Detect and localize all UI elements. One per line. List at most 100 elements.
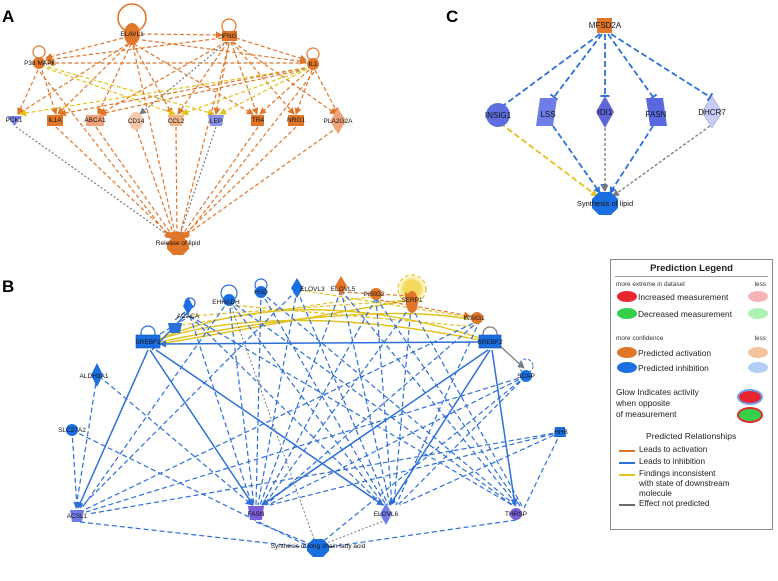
label-lep: LEP bbox=[210, 118, 222, 125]
label-hsd: HSD bbox=[254, 289, 268, 296]
label-c-fasn: FASN bbox=[646, 110, 667, 119]
node-insig2[interactable] bbox=[370, 288, 382, 300]
node-b-synthesis[interactable] bbox=[307, 539, 329, 557]
legend-glow-line1: Glow Indicates activity bbox=[616, 387, 699, 397]
legend-header-confidence-less: less bbox=[754, 335, 766, 342]
panel-b-letter: B bbox=[2, 277, 14, 296]
node-c-dhcr7[interactable] bbox=[701, 95, 723, 129]
prediction-legend: Prediction Legend more extreme in datase… bbox=[610, 259, 773, 530]
node-hsd[interactable] bbox=[255, 286, 267, 298]
node-il1a[interactable] bbox=[47, 115, 63, 126]
node-aldh3a1[interactable] bbox=[91, 363, 103, 387]
label-srebf2: SREBF2 bbox=[477, 339, 503, 346]
node-ifng[interactable] bbox=[222, 31, 237, 41]
node-slc27a2[interactable] bbox=[66, 424, 78, 436]
panel-a-edges bbox=[15, 3, 339, 239]
legend-relationships-title: Predicted Relationships bbox=[646, 431, 737, 441]
node-ehhadh[interactable] bbox=[223, 294, 235, 306]
node-pla2g2a[interactable] bbox=[330, 108, 346, 134]
legend-increased-label: Increased measurement bbox=[638, 292, 729, 302]
panel-a-letter: A bbox=[2, 7, 14, 26]
node-pck1[interactable] bbox=[7, 116, 22, 126]
node-p38[interactable] bbox=[33, 57, 45, 69]
panel-b-edges bbox=[71, 274, 562, 549]
node-elovl3[interactable] bbox=[291, 278, 303, 298]
label-release-lipid: Release of lipid bbox=[156, 240, 201, 247]
node-tr4[interactable] bbox=[251, 115, 264, 126]
node-cd14[interactable] bbox=[129, 112, 143, 130]
node-nrg1[interactable] bbox=[288, 115, 304, 126]
legend-increased-swatch bbox=[617, 291, 637, 302]
legend-header-extreme: more extreme in dataset bbox=[616, 281, 685, 288]
node-lep[interactable] bbox=[208, 115, 224, 126]
legend-rel-activation-line bbox=[619, 450, 635, 452]
legend-rel-inconsistent-label-1: Findings inconsistent bbox=[639, 469, 716, 478]
legend-activation-swatch bbox=[617, 347, 637, 358]
label-pla2g2a: PLA2G2A bbox=[324, 118, 354, 125]
legend-glow-green-swatch bbox=[739, 409, 761, 421]
legend-increased-light-swatch bbox=[748, 291, 768, 302]
label-elovl5: ELOVL5 bbox=[331, 286, 356, 293]
label-acaca: ACACA bbox=[177, 313, 200, 320]
label-serp1: SERP1 bbox=[401, 297, 423, 304]
node-ccl2[interactable] bbox=[168, 115, 184, 126]
node-c-fasn[interactable] bbox=[646, 98, 667, 126]
label-c-dhcr7: DHCR7 bbox=[698, 108, 726, 117]
node-srebf2[interactable] bbox=[478, 334, 502, 349]
legend-inhibition-label: Predicted inhibition bbox=[638, 363, 709, 373]
node-srebf1[interactable] bbox=[135, 334, 161, 349]
panel-b-nodes: SREBF1 SREBF2 ACACA EHHADH HSD ELOVL3 EL… bbox=[58, 276, 568, 557]
node-elovl5[interactable] bbox=[335, 276, 347, 296]
node-hhb[interactable] bbox=[554, 427, 566, 437]
legend-rel-not-predicted-label: Effect not predicted bbox=[639, 499, 710, 508]
legend-glow-red-swatch bbox=[739, 391, 761, 403]
node-acsl1[interactable] bbox=[70, 510, 84, 522]
label-tr4: TR4 bbox=[252, 117, 265, 124]
label-aldh3a1: ALDH3A1 bbox=[80, 373, 109, 380]
label-slc27a2: SLC27A2 bbox=[58, 427, 86, 434]
label-b-synthesis: Synthesis of long chain fatty acid bbox=[271, 543, 366, 550]
label-insig2: INSIG2 bbox=[363, 291, 385, 298]
legend-rel-inconsistent-label-2: with state of downstream bbox=[639, 479, 730, 488]
node-fasn[interactable] bbox=[248, 506, 264, 520]
label-ehhadh: EHHADH bbox=[212, 299, 240, 306]
node-serp1[interactable] bbox=[406, 291, 418, 313]
panel-b-network: SREBF1 SREBF2 ACACA EHHADH HSD ELOVL3 EL… bbox=[58, 274, 568, 557]
label-fasn: FASN bbox=[248, 511, 265, 518]
legend-rel-inhibition-label: Leads to inhibition bbox=[639, 457, 706, 466]
label-c-lss: LSS bbox=[540, 110, 555, 119]
label-mfsd2a: MFSD2A bbox=[589, 21, 622, 30]
node-acaca2[interactable] bbox=[168, 323, 182, 333]
node-scap[interactable] bbox=[520, 370, 532, 382]
legend-rel-inconsistent-label-3: molecule bbox=[639, 489, 672, 498]
legend-rel-inconsistent-line bbox=[619, 474, 635, 476]
label-scap: SCAP bbox=[517, 373, 535, 380]
node-c-lss[interactable] bbox=[536, 98, 557, 126]
node-elavl1[interactable] bbox=[124, 23, 140, 45]
label-acsl1: ACSL1 bbox=[67, 513, 88, 520]
label-c-idi1: IDI1 bbox=[598, 108, 613, 117]
label-abca1: ABCA1 bbox=[84, 117, 106, 124]
node-c-idi1[interactable] bbox=[596, 96, 614, 128]
legend-header-extreme-less: less bbox=[754, 281, 766, 288]
node-c-synthesis[interactable] bbox=[592, 192, 618, 215]
node-c-insig1[interactable] bbox=[486, 103, 510, 127]
label-elavl1: ELAVL1 bbox=[120, 31, 144, 38]
node-acaca[interactable] bbox=[183, 297, 193, 315]
panel-a-nodes: ELAVL1 IFNG P38 MAPK IL1 PCK1 IL1A ABCA1… bbox=[6, 23, 354, 255]
legend-title: Prediction Legend bbox=[650, 263, 733, 274]
node-elovl6[interactable] bbox=[380, 503, 392, 525]
node-il1[interactable] bbox=[307, 58, 319, 70]
legend-inhibition-swatch bbox=[617, 362, 637, 373]
node-release-lipid[interactable] bbox=[167, 237, 189, 255]
label-thrsp: THRSP bbox=[505, 511, 527, 518]
node-abca1[interactable] bbox=[86, 115, 104, 126]
label-il1a: IL1A bbox=[48, 117, 62, 124]
label-ccl2: CCL2 bbox=[168, 118, 185, 125]
node-thrsp[interactable] bbox=[510, 508, 522, 520]
node-insig1[interactable] bbox=[471, 312, 483, 324]
panel-c-edges bbox=[496, 33, 714, 197]
node-mfsd2a[interactable] bbox=[597, 18, 612, 33]
legend-decreased-swatch bbox=[617, 308, 637, 319]
label-c-insig1: INSIG1 bbox=[485, 111, 512, 120]
